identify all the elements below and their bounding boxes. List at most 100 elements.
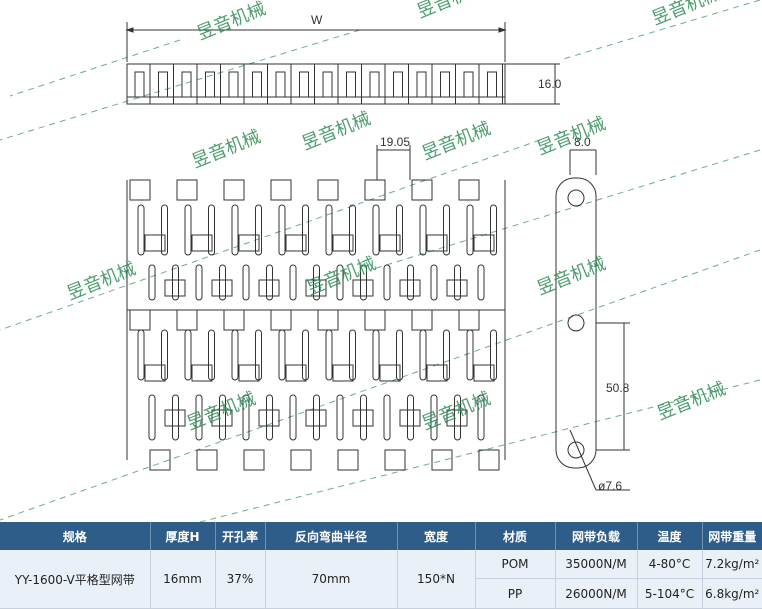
table-header-row: 规格 厚度H 开孔率 反向弯曲半径 宽度 材质 网带负载 温度 网带重量 — [0, 522, 762, 550]
cell-width: 150*N — [397, 550, 476, 609]
belt-tooth — [129, 179, 151, 201]
belt-tooth — [270, 309, 292, 331]
profile-slot — [487, 71, 497, 98]
profile-slot — [346, 71, 356, 98]
belt-slot — [360, 394, 367, 441]
dim-link-width-label: 8.0 — [574, 135, 591, 149]
belt-block — [258, 409, 280, 427]
belt-tooth — [364, 179, 386, 201]
belt-tooth — [458, 309, 480, 331]
belt-slot — [336, 394, 344, 441]
profile-slot — [275, 71, 286, 98]
profile-slot — [252, 71, 262, 98]
belt-block — [238, 364, 260, 382]
profile-slot — [299, 71, 309, 98]
watermark-text: 昱音机械 — [649, 0, 724, 30]
belt-slot — [172, 394, 179, 441]
belt-block — [473, 364, 495, 382]
belt-slot — [137, 329, 145, 381]
col-header-spec: 规格 — [0, 522, 151, 550]
dim-height-label: 16.0 — [538, 77, 562, 91]
profile-slot — [228, 71, 239, 98]
belt-slot — [325, 329, 333, 381]
belt-slot — [184, 204, 192, 256]
belt-slot — [161, 204, 168, 256]
belt-block — [305, 279, 327, 297]
belt-slot — [255, 204, 262, 256]
belt-block — [191, 234, 213, 252]
belt-slot — [231, 204, 239, 256]
belt-slot — [336, 264, 344, 301]
belt-slot — [396, 204, 403, 256]
belt-tooth — [223, 309, 245, 331]
belt-block — [446, 279, 468, 297]
belt-block — [164, 409, 186, 427]
cell-material: PP — [475, 578, 556, 609]
col-header-thickness: 厚度H — [150, 522, 216, 550]
belt-slot — [278, 204, 286, 256]
side-link-view — [555, 149, 630, 491]
belt-block — [426, 234, 448, 252]
dim-hole-label: ø7.6 — [598, 479, 622, 493]
belt-slot — [219, 264, 226, 301]
watermark-text: 昱音机械 — [414, 0, 489, 23]
belt-slot — [242, 264, 250, 301]
watermark-text: 昱音机械 — [419, 118, 494, 164]
belt-slot — [466, 329, 474, 381]
belt-slot — [419, 329, 427, 381]
belt-slot — [289, 394, 297, 441]
spec-table: 规格 厚度H 开孔率 反向弯曲半径 宽度 材质 网带负载 温度 网带重量 YY-… — [0, 522, 762, 609]
belt-slot — [231, 329, 239, 381]
watermark-text: 昱音机械 — [194, 0, 269, 45]
col-header-weight: 网带重量 — [702, 522, 762, 550]
belt-block — [285, 234, 307, 252]
belt-slot — [325, 204, 333, 256]
cell-temperature: 5-104°C — [637, 578, 703, 609]
belt-slot — [349, 204, 356, 256]
cell-thickness: 16mm — [150, 550, 216, 609]
dim-pitch-v-label: 50.8 — [606, 381, 630, 395]
watermark-text: 昱音机械 — [534, 113, 609, 159]
cell-temperature: 4-80°C — [637, 550, 703, 580]
top-profile-view — [125, 22, 560, 105]
cell-material: POM — [475, 550, 556, 580]
belt-slot — [372, 204, 380, 256]
col-header-temperature: 温度 — [637, 522, 703, 550]
belt-slot — [430, 264, 438, 301]
belt-tooth — [317, 179, 339, 201]
belt-slot — [443, 204, 450, 256]
col-header-width: 宽度 — [397, 522, 476, 550]
profile-slot — [463, 71, 474, 98]
belt-tooth — [176, 309, 198, 331]
profile-slot — [440, 71, 450, 98]
belt-slot — [466, 204, 474, 256]
watermark-text: 昱音机械 — [299, 108, 374, 154]
cell-open-area: 37% — [215, 550, 266, 609]
belt-tooth — [270, 179, 292, 201]
belt-block — [399, 409, 421, 427]
belt-tooth — [243, 449, 265, 471]
belt-slot — [278, 329, 286, 381]
belt-tooth — [364, 309, 386, 331]
belt-slot — [242, 394, 250, 441]
belt-slot — [313, 394, 320, 441]
belt-block — [164, 279, 186, 297]
dim-pitch-h-label: 19.05 — [380, 135, 410, 149]
belt-slot — [407, 264, 414, 301]
belt-slot — [172, 264, 179, 301]
table-row: YY-1600-V平格型网带 16mm 37% 70mm 150*N POM 3… — [0, 550, 762, 609]
cell-weight: 7.2kg/m² — [702, 550, 762, 580]
belt-block — [191, 364, 213, 382]
belt-block — [399, 279, 421, 297]
profile-slot — [322, 71, 333, 98]
plan-view — [126, 145, 506, 471]
belt-tooth — [458, 179, 480, 201]
belt-slot — [419, 204, 427, 256]
belt-tooth — [196, 449, 218, 471]
belt-block — [211, 279, 233, 297]
belt-slot — [289, 264, 297, 301]
belt-slot — [313, 264, 320, 301]
belt-block — [426, 364, 448, 382]
belt-tooth — [176, 179, 198, 201]
belt-block — [238, 234, 260, 252]
